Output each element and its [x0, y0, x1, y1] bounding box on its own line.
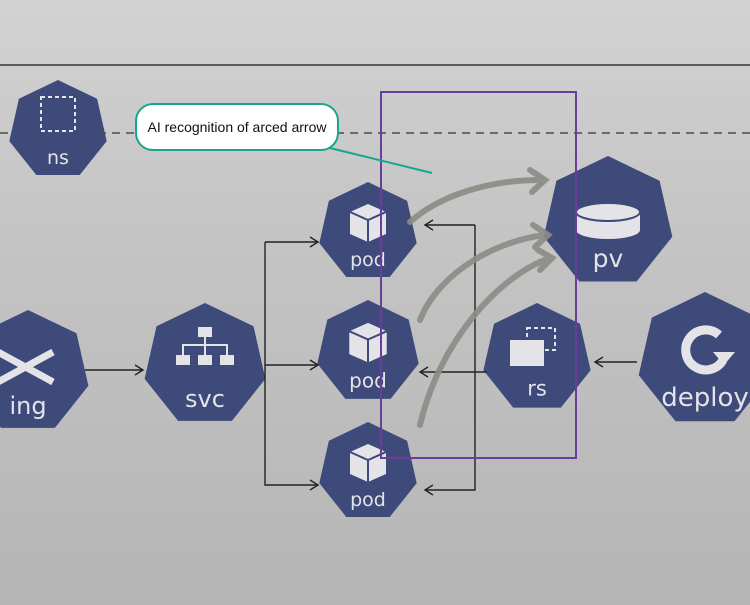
recognition-box [380, 91, 577, 459]
arrowhead [423, 484, 434, 496]
node-label: pod [350, 489, 386, 511]
arrowhead [593, 356, 604, 368]
cycle-icon [681, 325, 735, 375]
arc-arrow-1 [407, 177, 543, 225]
node-label: rs [527, 376, 547, 400]
node-deploy[interactable]: deploy [638, 292, 750, 422]
callout-label: AI recognition of arced arrow [135, 103, 339, 151]
node-label: svc [185, 385, 225, 413]
shuffle-icon [0, 348, 55, 386]
arrowhead [309, 236, 320, 248]
tree-icon [176, 327, 234, 365]
arrowhead [418, 366, 429, 378]
node-pv[interactable]: pv [543, 156, 673, 282]
node-label: ns [47, 147, 69, 169]
arc-arrow-2 [417, 232, 548, 323]
node-label: deploy [661, 383, 749, 413]
heptagon-shape [638, 292, 750, 422]
node-label: pv [593, 244, 624, 273]
cube-icon [349, 204, 387, 242]
arced-arrows [407, 167, 557, 428]
node-pod1[interactable]: pod [319, 182, 417, 277]
arc-arrow-3 [417, 255, 553, 428]
node-label: ing [9, 392, 46, 420]
node-label: pod [350, 249, 386, 271]
heptagon-shape [9, 80, 107, 175]
cube-icon [349, 444, 387, 482]
arrowhead [309, 479, 320, 491]
callout-pointer [329, 147, 433, 174]
rs-icon [510, 327, 556, 366]
arrowhead [134, 364, 145, 376]
arrowhead [309, 359, 320, 371]
disk-icon [575, 202, 641, 239]
node-pod3[interactable]: pod [319, 422, 417, 517]
node-rs[interactable]: rs [483, 303, 591, 408]
node-pod2[interactable]: pod [317, 300, 419, 399]
box-icon [40, 96, 76, 132]
node-ns[interactable]: ns [9, 80, 107, 175]
svc-bracket [264, 242, 318, 486]
heptagon-shape [0, 310, 89, 428]
node-ing[interactable]: ing [0, 310, 89, 428]
cube-icon [348, 322, 388, 363]
arrowhead [423, 219, 434, 231]
node-svc[interactable]: svc [144, 303, 266, 421]
